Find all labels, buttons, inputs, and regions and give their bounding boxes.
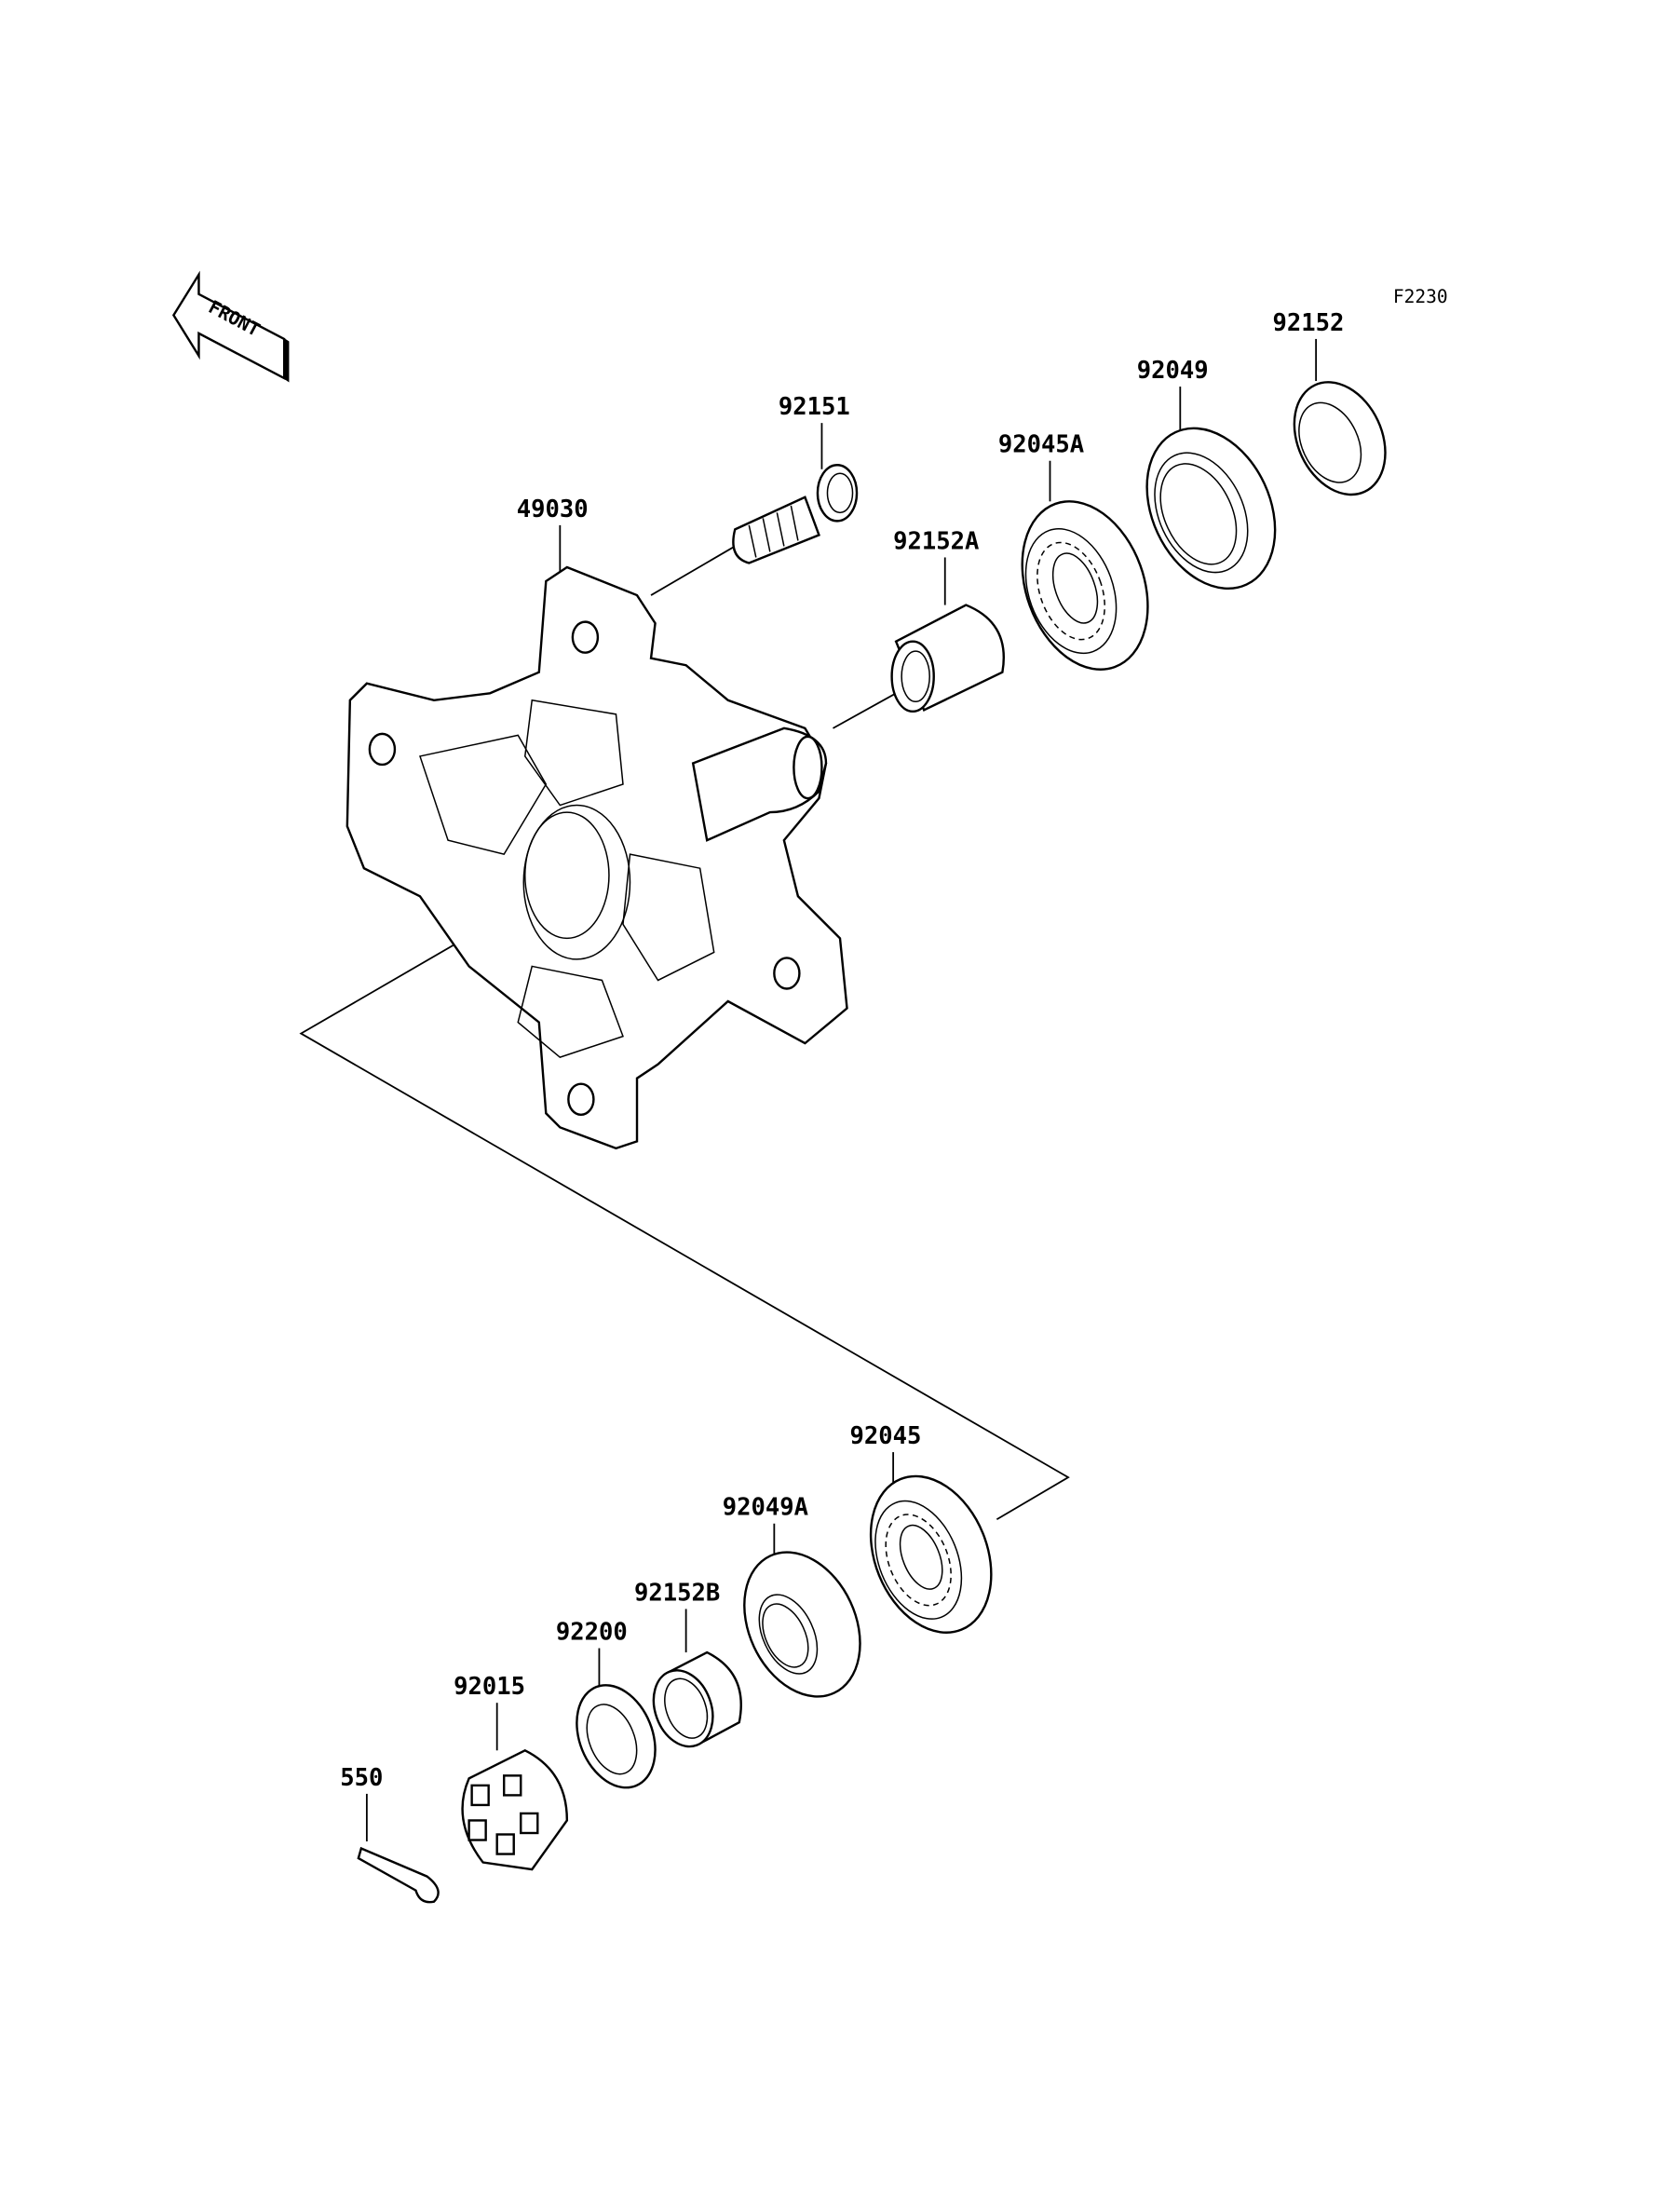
- hub-bolt-92151: [732, 464, 859, 564]
- part-label-550: 550: [340, 1764, 383, 1792]
- cotter-pin-550: [357, 1846, 440, 1904]
- castle-nut-92015: [461, 1748, 569, 1871]
- part-label-92045A: 92045A: [998, 431, 1084, 459]
- part-label-92045: 92045: [850, 1422, 922, 1450]
- part-label-92152A: 92152A: [893, 527, 979, 555]
- part-label-92015: 92015: [454, 1673, 525, 1701]
- collar-92152: [1293, 381, 1387, 496]
- washer-92200: [576, 1684, 657, 1789]
- part-label-92049A: 92049A: [723, 1494, 808, 1522]
- wheel-hub-49030: [345, 565, 848, 1150]
- leader-lines: [299, 338, 1318, 1842]
- part-label-92151: 92151: [779, 393, 850, 421]
- part-label-92049: 92049: [1137, 357, 1209, 385]
- part-label-92152: 92152: [1273, 309, 1345, 337]
- part-label-49030: 49030: [517, 496, 589, 523]
- bearing-92045: [869, 1474, 993, 1634]
- oil-seal-92049: [1145, 427, 1277, 591]
- figure-code: F2230: [1393, 286, 1448, 307]
- collar-92152B: [652, 1650, 742, 1748]
- oil-seal-92049A: [743, 1551, 861, 1698]
- part-labels: 92152 92049 92151 92045A 49030 92152A 92…: [340, 309, 1344, 1792]
- collar-92152A: [890, 604, 1005, 713]
- part-label-92200: 92200: [556, 1619, 628, 1647]
- front-arrow-icon: FRONT: [171, 270, 290, 383]
- part-label-92152B: 92152B: [634, 1579, 720, 1607]
- bearing-92045A: [1021, 500, 1149, 671]
